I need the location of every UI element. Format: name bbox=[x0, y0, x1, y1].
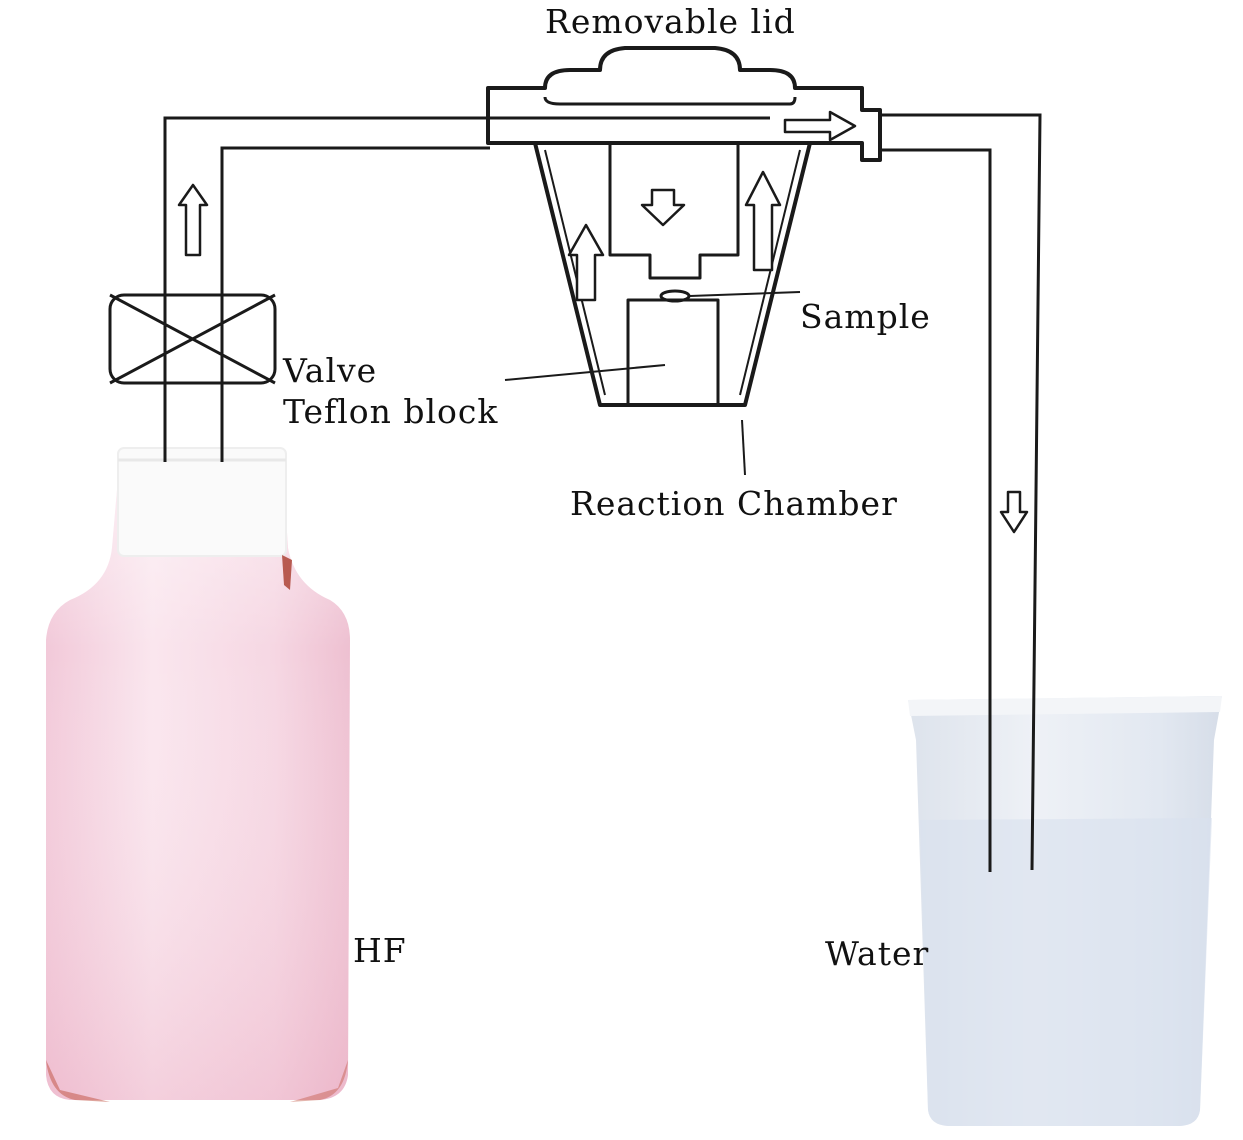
chamber-pointer bbox=[741, 419, 746, 476]
sample-holder bbox=[608, 143, 740, 280]
bottle-cap bbox=[117, 447, 287, 557]
lid-inner-line bbox=[543, 96, 797, 106]
tubing bbox=[163, 113, 1042, 872]
arrow-down-outlet-icon bbox=[999, 490, 1029, 534]
sample-disk bbox=[659, 289, 691, 303]
bottle-base-accent-right bbox=[290, 1060, 348, 1102]
bottle-base-accent bbox=[46, 1060, 110, 1102]
teflon-block bbox=[626, 298, 720, 407]
reaction-chamber bbox=[486, 46, 882, 407]
label-reaction-chamber: Reaction Chamber bbox=[570, 484, 898, 523]
label-sample: Sample bbox=[800, 297, 931, 336]
outlet-tube-outer bbox=[880, 113, 1042, 871]
valve bbox=[108, 293, 277, 385]
teflon-pointer bbox=[504, 364, 666, 381]
label-valve: Valve bbox=[282, 351, 377, 390]
label-water: Water bbox=[825, 934, 929, 973]
arrow-up-right-icon bbox=[744, 170, 782, 272]
arrow-up-inlet-icon bbox=[177, 183, 209, 257]
flow-arrows bbox=[177, 110, 1029, 534]
labels: Removable lid Sample Valve Teflon block … bbox=[282, 2, 931, 973]
bottle-rim-accent bbox=[282, 555, 292, 590]
arrow-down-holder-icon bbox=[640, 188, 686, 227]
chamber-inner-wall-right bbox=[739, 149, 801, 396]
removable-lid bbox=[486, 46, 882, 162]
water-beaker bbox=[908, 696, 1222, 1126]
inlet-tube-inner bbox=[220, 146, 490, 462]
label-teflon-block: Teflon block bbox=[283, 392, 498, 431]
chamber-inner-wall-left bbox=[544, 149, 606, 396]
valve-cross-b bbox=[109, 293, 276, 385]
sample-pointer bbox=[689, 291, 801, 297]
hf-bottle bbox=[46, 447, 350, 1102]
label-hf: HF bbox=[353, 931, 407, 970]
outlet-tube-inner bbox=[880, 148, 992, 872]
bottle-shading bbox=[46, 455, 350, 1100]
label-removable-lid: Removable lid bbox=[545, 2, 796, 41]
pointer-lines bbox=[504, 291, 801, 476]
beaker-rim bbox=[908, 696, 1222, 716]
arrow-up-left-icon bbox=[567, 223, 605, 302]
beaker-water bbox=[920, 818, 1212, 1126]
valve-box bbox=[108, 293, 277, 385]
arrow-right-outlet-icon bbox=[783, 110, 857, 142]
